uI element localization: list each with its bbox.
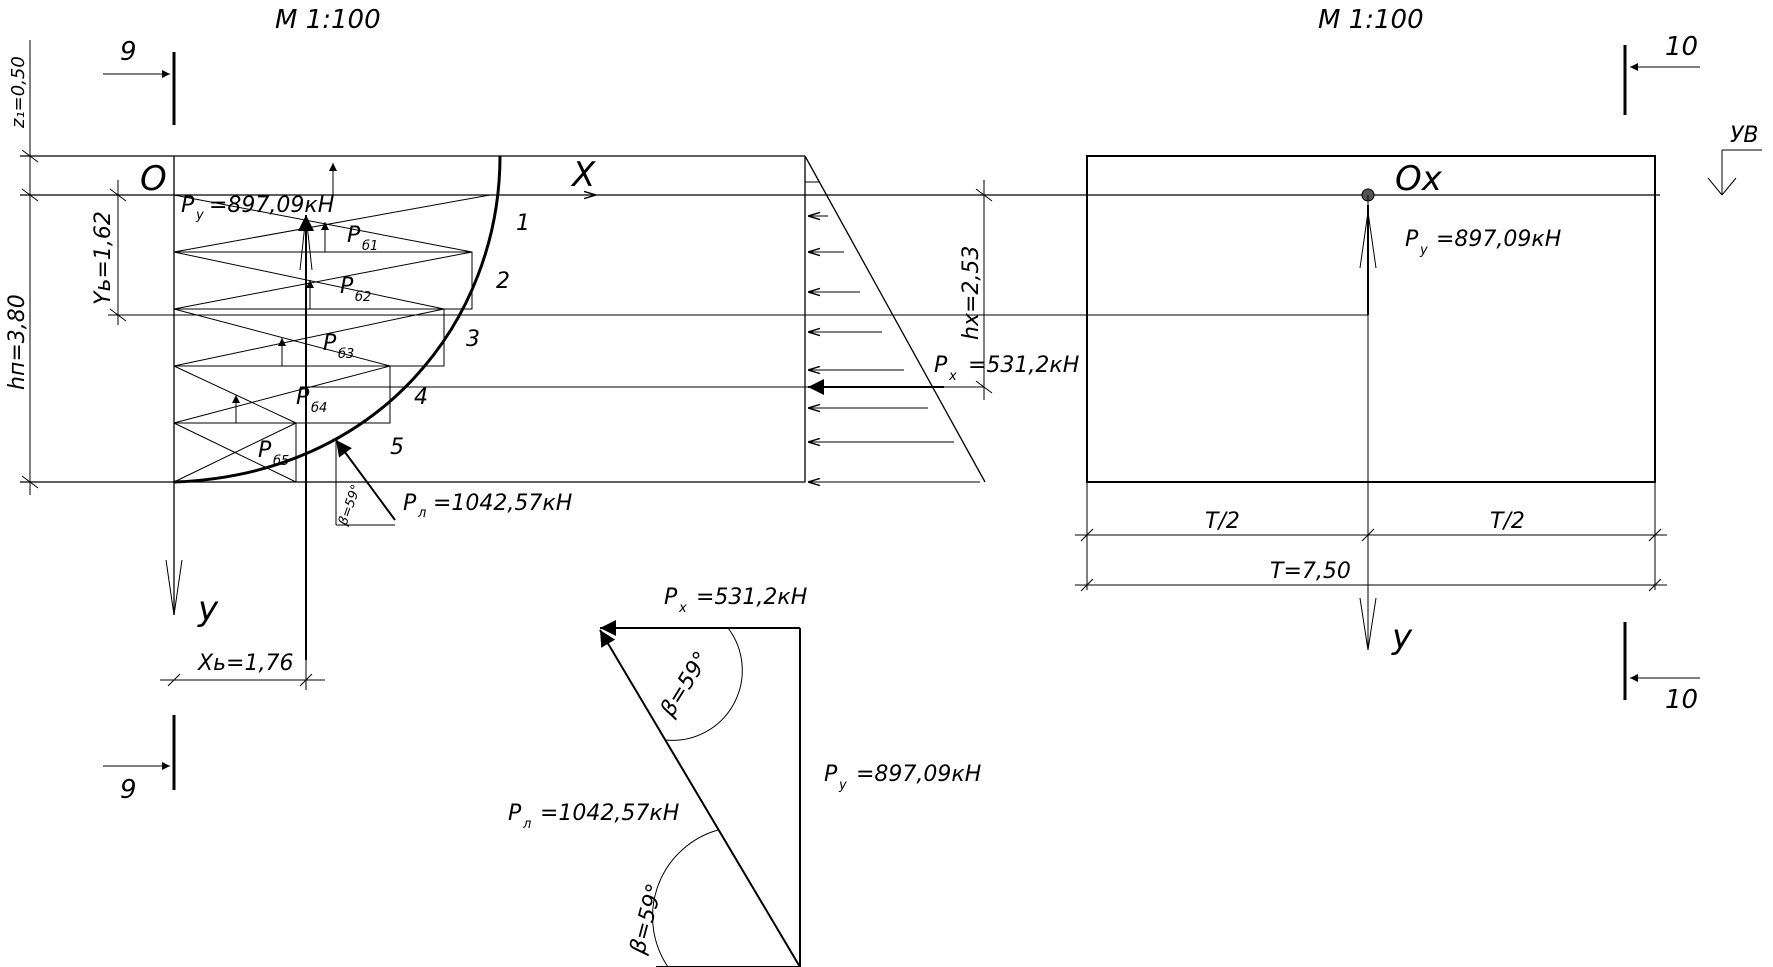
pl-label-triangle: P л =1042,57кН <box>508 801 679 832</box>
px-label-triangle: P x =531,2кН <box>664 585 807 616</box>
svg-text:P: P <box>296 385 310 410</box>
section-mark-10-top: 10 <box>1623 32 1700 115</box>
beta-label-top: β=59° <box>655 647 715 722</box>
xb-label: Xь=1,76 <box>197 651 293 676</box>
svg-text:л: л <box>522 817 531 832</box>
section-mark-9-bottom: 9 <box>103 715 176 805</box>
curved-gate <box>173 155 502 484</box>
scale-label-left: М 1:100 <box>275 5 381 35</box>
svg-text:б3: б3 <box>338 347 354 362</box>
svg-text:=897,09кН: =897,09кН <box>856 762 981 787</box>
yb-label: Yь=1,62 <box>91 211 116 305</box>
svg-text:б2: б2 <box>355 290 371 305</box>
svg-text:P: P <box>181 193 195 218</box>
pl-resultant-arrow-left <box>335 439 396 521</box>
pb2-label: P б2 <box>340 274 371 305</box>
svg-text:x: x <box>678 601 687 616</box>
strip-number-4: 4 <box>414 385 428 410</box>
svg-text:P: P <box>403 491 417 516</box>
svg-text:P: P <box>323 331 337 356</box>
beta-arc-bottom <box>652 829 719 967</box>
water-level-mark: УВ <box>1707 123 1762 196</box>
section-label-10-top: 10 <box>1665 32 1698 62</box>
svg-text:P: P <box>508 801 522 826</box>
t-half-label-left: T/2 <box>1205 509 1240 534</box>
z1-label: z₁=0,50 <box>8 56 29 129</box>
strip-number-5: 5 <box>390 435 404 460</box>
svg-text:=897,09кН: =897,09кН <box>1436 227 1561 252</box>
left-view: М 1:100 9 9 <box>5 5 1660 805</box>
origin-label: O <box>140 159 167 199</box>
svg-text:P: P <box>340 274 354 299</box>
section-label-9-top: 9 <box>120 37 137 67</box>
scale-label-right: М 1:100 <box>1318 5 1424 35</box>
svg-text:P: P <box>664 585 678 610</box>
svg-text:P: P <box>1405 227 1419 252</box>
t-total-label: T=7,50 <box>1270 559 1351 584</box>
svg-text:y: y <box>1419 243 1428 258</box>
svg-text:=531,2кН: =531,2кН <box>968 353 1079 378</box>
axis-x-label: X <box>570 155 596 195</box>
section-label-10-bottom: 10 <box>1665 685 1698 715</box>
svg-text:=1042,57кН: =1042,57кН <box>540 801 679 826</box>
hx-label: hх=2,53 <box>959 246 984 340</box>
beta-label-bottom: β=59° <box>625 881 668 957</box>
section-label-9-bottom: 9 <box>120 775 137 805</box>
strip-number-3: 3 <box>466 327 480 352</box>
svg-text:P: P <box>258 438 272 463</box>
section-mark-10-bottom: 10 <box>1623 622 1700 715</box>
svg-text:=531,2кН: =531,2кН <box>696 585 807 610</box>
section-mark-9-top: 9 <box>103 37 176 125</box>
gate-front-rect <box>1086 155 1656 483</box>
py-label-right: P y =897,09кН <box>1405 227 1561 258</box>
svg-text:y: y <box>195 208 204 223</box>
triangle-pl-side <box>599 629 801 967</box>
svg-text:P: P <box>347 223 361 248</box>
svg-text:б5: б5 <box>273 454 289 469</box>
hp-label: hп=3,80 <box>5 294 30 390</box>
strip-1 <box>174 251 473 310</box>
svg-text:б4: б4 <box>311 401 327 416</box>
t-half-label-right: T/2 <box>1490 509 1525 534</box>
pl-label-left: P л =1042,57кН <box>403 491 572 521</box>
axis-y-label: y <box>197 589 219 629</box>
svg-text:=1042,57кН: =1042,57кН <box>433 491 572 516</box>
pb4-label: P б4 <box>296 385 327 416</box>
svg-text:y: y <box>838 778 847 793</box>
svg-text:P: P <box>824 762 838 787</box>
svg-text:x: x <box>948 369 957 384</box>
svg-text:P: P <box>934 353 948 378</box>
svg-text:б1: б1 <box>362 239 378 254</box>
axis-ox-label: Ox <box>1395 159 1443 199</box>
px-label-diagram: P x =531,2кН <box>934 353 1079 384</box>
svg-text:=897,09кН: =897,09кН <box>209 193 334 218</box>
py-label-left: P y =897,09кН <box>181 193 334 223</box>
pb1-label: P б1 <box>347 223 378 254</box>
uv-label: УВ <box>1730 123 1759 148</box>
pb3-label: P б3 <box>323 331 354 362</box>
axis-y-right-label: y <box>1391 617 1413 657</box>
strip-number-2: 2 <box>496 269 510 294</box>
strip-2 <box>174 308 445 367</box>
beta-small: β=59° <box>336 483 365 529</box>
right-view: М 1:100 10 10 УВ Ox y <box>1075 5 1762 715</box>
svg-text:л: л <box>417 506 426 521</box>
horizontal-pressure-diagram: hх=2,53 P x =531,2кН <box>804 155 1079 482</box>
py-label-triangle: P y =897,09кН <box>824 762 981 793</box>
strip-number-1: 1 <box>516 211 530 236</box>
beta-arc-top <box>664 627 743 741</box>
pb5-label: P б5 <box>258 438 289 469</box>
force-triangle: β=59° β=59° P x =531,2кН P y =897,09кН P… <box>508 585 981 967</box>
